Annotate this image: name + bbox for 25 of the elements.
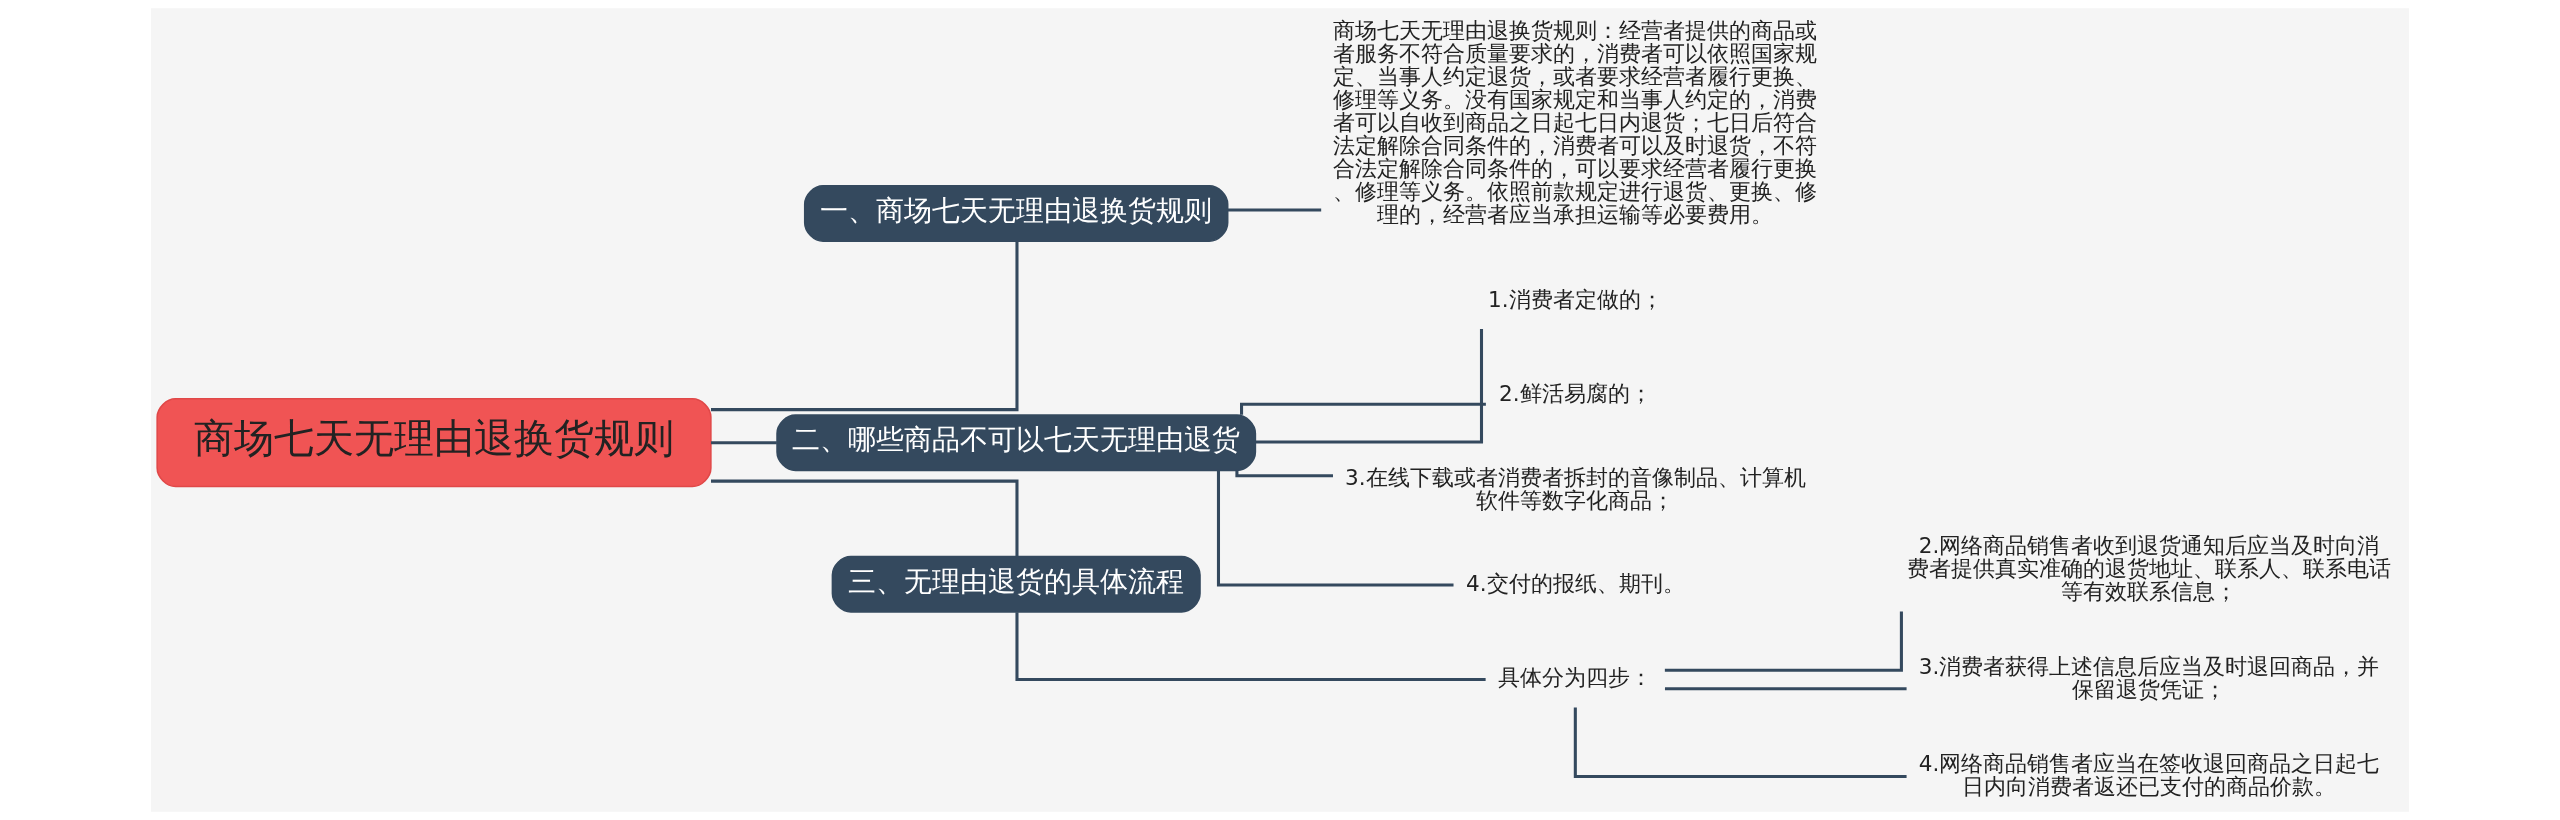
connector [1664, 611, 1903, 672]
connector [1235, 470, 1333, 478]
connector [1216, 470, 1454, 587]
connector [1240, 402, 1486, 415]
node-box: 三、无理由退货的具体流程 [831, 555, 1201, 613]
node-text: 2.鲜活易腐的； [1499, 380, 1652, 406]
node-text: 1.消费者定做的； [1488, 286, 1663, 312]
node-box: 二、哪些商品不可以七天无理由退货 [776, 414, 1257, 472]
connector [1664, 687, 1907, 691]
node-text: 商场七天无理由退换货规则：经营者提供的商品或者服务不符合质量要求的，消费者可以依照国家规定、当事人约定退货，或者要求经营者履行更换、修理等义务。没有国家规定和当事人约定的，消费者可以自收到商品之日起七日内退货；七日后符合法定解除合同条件的，消费者可以及时退货，不符合法定解除合同条件的，可以要求经营者履行更换、修理等义务。依照前款规定进行退货、更换、修理的，经营者应当承担运输等必要费用。 [1333, 17, 1818, 228]
node-text: 4.网络商品销售者应当在签收退回商品之日起七日内向消费者返还已支付的商品价款。 [1918, 750, 2380, 799]
connector [1015, 612, 1486, 682]
node-text: 2.网络商品销售者收到退货通知后应当及时向消费者提供真实准确的退货地址、联系人、联系电话等有效联系信息； [1907, 532, 2392, 605]
connector [711, 241, 1019, 412]
node-text: 具体分为四步： [1498, 665, 1653, 691]
connector [711, 441, 777, 445]
node-box: 商场七天无理由退换货规则 [156, 398, 712, 488]
connector [1228, 208, 1322, 212]
connector [711, 479, 1019, 557]
connector [1573, 707, 1907, 778]
node-text: 3.在线下载或者消费者拆封的音像制品、计算机软件等数字化商品； [1345, 464, 1806, 513]
node-text: 3.消费者获得上述信息后应当及时退回商品，并保留退货凭证； [1918, 653, 2380, 702]
connector [1255, 329, 1484, 444]
node-text: 4.交付的报纸、期刊。 [1466, 571, 1685, 597]
node-box: 一、商场七天无理由退换货规则 [803, 185, 1229, 242]
